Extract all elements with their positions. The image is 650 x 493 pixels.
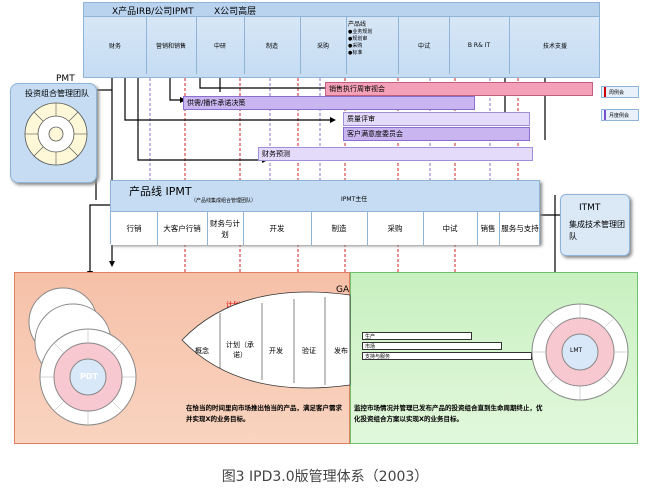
bar-finance: 财务预测 — [258, 147, 533, 161]
top-dept-pilot: 中试 — [399, 17, 450, 74]
pmt-box: PMT 投资组合管理团队 — [10, 74, 97, 183]
top-management-band: X产品IRB/公司IPMT X公司高层 财务 营销和销售 中研 制造 采购 产品… — [83, 2, 600, 78]
top-dept-manufacturing: 制造 — [244, 17, 301, 74]
legend-purple-label: 月度例会 — [609, 112, 630, 119]
phase-concept: 概念 — [195, 347, 209, 355]
lifecycle-bar-production: 生产 — [362, 332, 472, 340]
top-title-bar: X产品IRB/公司IPMT X公司高层 — [84, 3, 599, 17]
phase-plan: 计划（承诺） — [226, 341, 254, 359]
pmt-wheel — [24, 102, 88, 166]
pmt-name: 投资组合管理团队 — [25, 89, 89, 98]
top-dept-support: 技术支援 — [542, 43, 567, 50]
product-line-item: ●标准 — [348, 50, 363, 56]
pdt-wheels — [28, 287, 137, 426]
product-line-item: ●业务规划 — [348, 29, 373, 35]
top-title: X产品IRB/公司IPMT — [112, 7, 194, 17]
top-dept-procurement: 采购 — [300, 17, 347, 74]
ipmt-band: 产品线 IPMT （产品线集成组合管理团队） IPMT主任 行销 大客户行销 财… — [110, 180, 540, 245]
bar-quality-label: 质量评审 — [347, 115, 375, 123]
bar-supply: 供需/播件承诺决策 — [183, 96, 475, 110]
bar-sales-review: 销售执行周审视会 — [325, 82, 593, 96]
bar-finance-label: 财务预测 — [262, 150, 290, 158]
top-dept-marketing: 营销和销售 — [146, 17, 197, 74]
ipmt-dept: 销售 — [477, 212, 500, 245]
lifecycle-production-label: 生产 — [365, 334, 376, 340]
bar-customer-label: 客户满意度委员会 — [347, 130, 403, 138]
top-dept-finance: 财务 — [84, 17, 147, 74]
itmt-abbr: ITMT — [579, 203, 601, 213]
ipmt-dept: 财务与计划 — [207, 212, 244, 245]
top-dept-row: 财务 营销和销售 中研 制造 采购 产品线 ●业务规划 ●规划审 ●采购 ●标准… — [84, 17, 599, 74]
product-line-item: ●采购 — [348, 43, 363, 49]
pdt-label: PDT — [80, 372, 98, 381]
note-right: 监控市场情况并管理已发布产品的投资组合直到生命周期终止，优化投资组合方案以实现X… — [354, 404, 543, 423]
bar-sales-review-label: 销售执行周审视会 — [329, 85, 385, 93]
lifecycle-bar-market: 市场 — [362, 342, 502, 350]
product-line-item: ●规划审 — [348, 36, 368, 42]
lmt-label: LMT — [570, 347, 583, 354]
bar-customer: 客户满意度委员会 — [343, 127, 530, 141]
lmt-wheel — [531, 303, 629, 401]
product-line-label: 产品线 — [348, 21, 367, 28]
ipmt-dept-row: 行销 大客户行销 财务与计划 开发 制造 采购 中试 销售 服务与支持 — [111, 211, 539, 245]
figure-caption: 图3 IPD3.0版管理体系（2003） — [221, 469, 429, 485]
process-arc — [181, 291, 351, 389]
note-left: 在恰当的时间里向市场推出恰当的产品，满足客户需求并实现X的业务目标。 — [186, 404, 342, 423]
ipmt-dept: 服务与支持 — [501, 224, 539, 233]
ipmt-subtitle: （产品线集成组合管理团队） — [191, 198, 257, 204]
ipmt-title: 产品线 IPMT — [129, 185, 192, 198]
ipmt-dept: 大客户行销 — [157, 212, 208, 245]
phase-verify: 验证 — [302, 347, 316, 355]
top-dept-product-line: 产品线 ●业务规划 ●规划审 ●采购 ●标准 — [346, 17, 399, 74]
lifecycle-service-label: 支持与服务 — [365, 354, 391, 360]
ipmt-dept: 采购 — [367, 212, 424, 245]
top-dept-brit: B R& IT — [449, 17, 510, 74]
bar-quality: 质量评审 — [343, 112, 530, 126]
ga-label: GA — [336, 285, 350, 295]
itmt-box: ITMT 集成技术管理团队 — [560, 194, 630, 256]
ipmt-dept: 制造 — [311, 212, 368, 245]
bar-supply-label: 供需/播件承诺决策 — [187, 99, 246, 107]
phase-develop: 开发 — [269, 347, 283, 355]
top-title-2: X公司高层 — [214, 7, 257, 17]
ipmt-chair: IPMT主任 — [341, 196, 368, 203]
phase-launch: 发布 — [334, 347, 348, 355]
top-dept-rnd: 中研 — [196, 17, 245, 74]
lifecycle-market-label: 市场 — [365, 344, 376, 350]
legend-purple-swatch: 月度例会 — [601, 109, 639, 121]
pmt-abbr: PMT — [56, 74, 75, 84]
legend-red-swatch: 周例会 — [601, 86, 639, 98]
ipmt-dept: 中试 — [423, 212, 478, 245]
lifecycle-bar-service: 支持与服务 — [362, 352, 532, 360]
legend-red-label: 周例会 — [609, 89, 625, 96]
itmt-name: 集成技术管理团队 — [569, 220, 625, 241]
ipmt-dept: 开发 — [243, 212, 312, 245]
ipmt-dept: 行销 — [111, 212, 158, 245]
